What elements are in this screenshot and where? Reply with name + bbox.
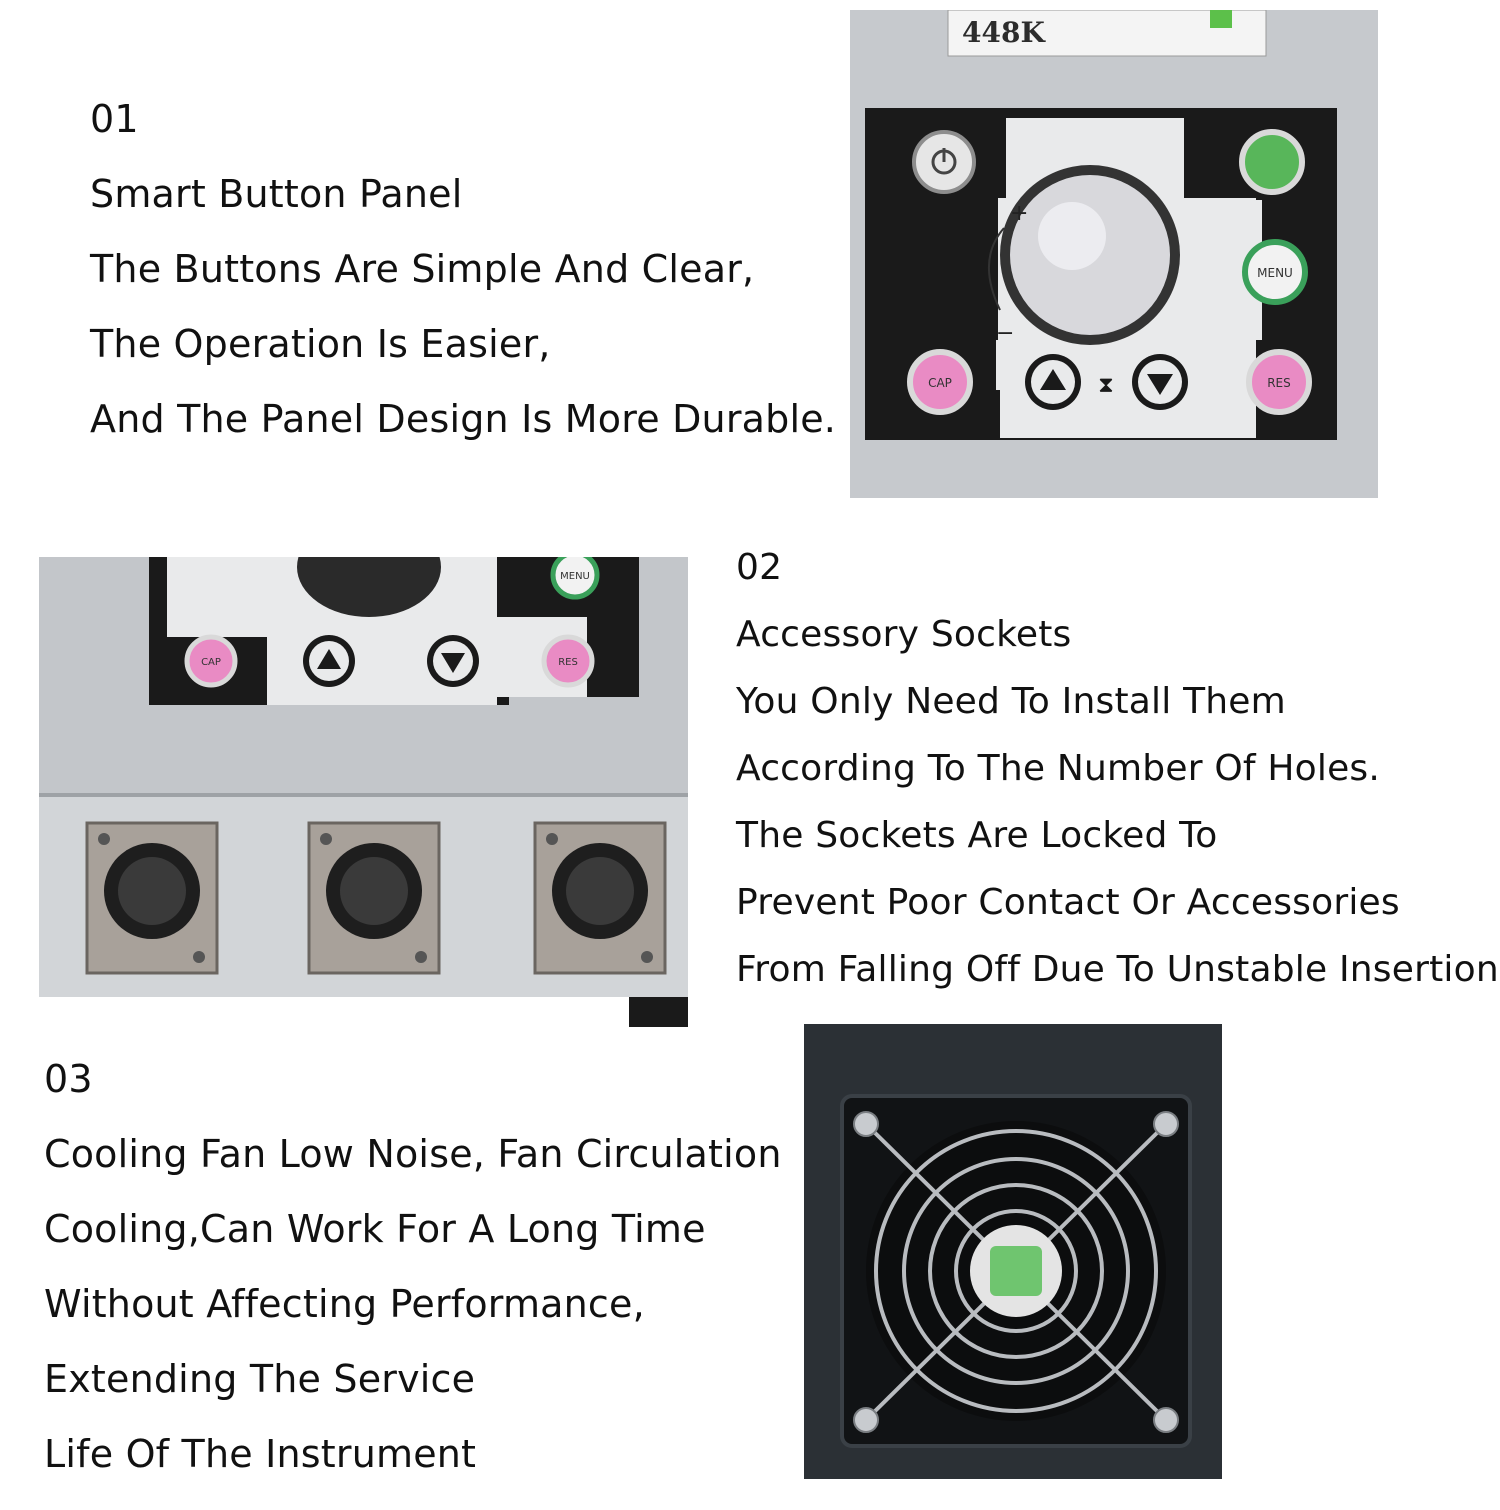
section-title: Accessory Sockets [736, 614, 1072, 655]
brand-label: 448K [962, 16, 1046, 49]
plus-icon: + [1010, 201, 1028, 226]
section-number: 02 [736, 547, 783, 588]
section-line: Prevent Poor Contact Or Accessories [736, 882, 1400, 923]
res-label: RES [558, 657, 578, 668]
section-line: The Operation Is Easier, [90, 322, 551, 366]
section-line: According To The Number Of Holes. [736, 748, 1381, 789]
menu-label: MENU [560, 571, 590, 582]
section-line: Life Of The Instrument [44, 1432, 477, 1476]
section-title: Smart Button Panel [90, 172, 463, 216]
green-button[interactable] [1239, 129, 1305, 195]
minus-icon: − [996, 321, 1014, 346]
section-line: And The Panel Design Is More Durable. [90, 397, 837, 441]
control-panel-illustration: 448K MENU + − CAP RES ⧗ [850, 10, 1378, 498]
section-line: You Only Need To Install Them [736, 681, 1286, 722]
menu-button[interactable] [550, 557, 600, 600]
res-button[interactable] [1246, 349, 1312, 415]
section-03-text: 03 Cooling Fan Low Noise, Fan Circulatio… [44, 1060, 782, 1510]
section-line: Extending The Service [44, 1357, 476, 1401]
menu-label: MENU [1257, 266, 1293, 280]
cap-label: CAP [201, 657, 221, 668]
section-line: From Falling Off Due To Unstable Inserti… [736, 949, 1500, 990]
cap-label: CAP [928, 376, 952, 390]
cap-button[interactable] [184, 634, 238, 688]
section-02-text: 02 Accessory Sockets You Only Need To In… [736, 550, 1500, 1019]
xlr-socket[interactable] [307, 821, 441, 975]
down-arrow-icon [1147, 374, 1173, 395]
control-panel-photo: 448K MENU + − CAP RES ⧗ [850, 10, 1378, 498]
fan-illustration [804, 1024, 1222, 1479]
cap-button[interactable] [907, 349, 973, 415]
screw-icon [853, 1111, 1179, 1433]
accessory-sockets-photo: MENU CAP RES [39, 557, 688, 1027]
section-line: Without Affecting Performance, [44, 1282, 645, 1326]
hourglass-icon: ⧗ [1098, 373, 1113, 398]
xlr-socket[interactable] [533, 821, 667, 975]
section-line: Cooling,Can Work For A Long Time [44, 1207, 706, 1251]
sockets-illustration: MENU CAP RES [39, 557, 688, 1027]
up-arrow-icon [317, 649, 341, 669]
menu-button[interactable] [1242, 239, 1308, 305]
section-number: 01 [90, 97, 139, 141]
res-button[interactable] [541, 634, 595, 688]
section-line: The Buttons Are Simple And Clear, [90, 247, 755, 291]
res-label: RES [1267, 376, 1291, 390]
section-01-text: 01 Smart Button Panel The Buttons Are Si… [90, 100, 836, 475]
section-number: 03 [44, 1057, 93, 1101]
down-arrow-icon [441, 653, 465, 673]
up-arrow-icon [1040, 369, 1066, 390]
cooling-fan-photo [804, 1024, 1222, 1479]
section-title: Cooling Fan Low Noise, Fan Circulation [44, 1132, 782, 1176]
section-line: The Sockets Are Locked To [736, 815, 1218, 856]
xlr-socket[interactable] [85, 821, 219, 975]
